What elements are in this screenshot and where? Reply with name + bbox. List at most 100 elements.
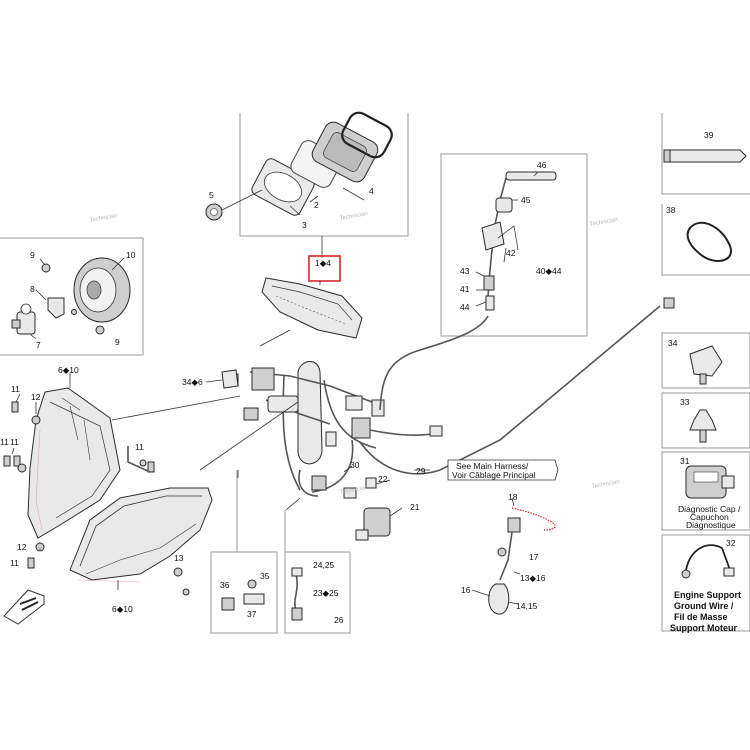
callout-45: 45 bbox=[521, 195, 531, 205]
panel-34 bbox=[661, 332, 750, 389]
clip-wire bbox=[127, 446, 151, 473]
watermark-4: Technician bbox=[591, 479, 620, 490]
headlight-reflector bbox=[73, 257, 131, 323]
callout-41: 41 bbox=[460, 284, 470, 294]
nut-5 bbox=[205, 203, 223, 221]
callout-36: 36 bbox=[220, 580, 230, 590]
callout-38: 38 bbox=[666, 205, 676, 215]
bolt-9a bbox=[41, 263, 51, 273]
callout-12a: 12 bbox=[31, 392, 41, 402]
callout-13: 13 bbox=[174, 553, 184, 563]
fastener-12a bbox=[31, 415, 41, 425]
clip-34 bbox=[689, 345, 723, 385]
callout-42: 42 bbox=[506, 248, 516, 258]
callout-11a: 11 bbox=[11, 384, 20, 394]
fastener-13a bbox=[173, 567, 190, 596]
highlight-box bbox=[308, 255, 341, 282]
callout-16: 16 bbox=[461, 585, 471, 595]
bulb bbox=[11, 303, 36, 335]
diag-cap-line1: Diagnostic Cap / bbox=[678, 504, 741, 514]
connector-22 bbox=[365, 477, 377, 489]
nut-35 bbox=[243, 579, 265, 605]
callout-10: 10 bbox=[126, 250, 136, 260]
tether-cord bbox=[488, 507, 556, 615]
watermark-5: Technician bbox=[339, 485, 368, 496]
sensor-24 bbox=[291, 567, 303, 621]
diag-cap-line3: Diagnostique bbox=[686, 520, 736, 530]
rivet-33 bbox=[689, 409, 717, 443]
note-main-harness-fr: Voir Câblage Principal bbox=[452, 470, 536, 480]
callout-29: 29 bbox=[416, 466, 426, 476]
panel-23-26 bbox=[284, 510, 351, 634]
fastener-11d bbox=[27, 557, 35, 569]
callout-31: 31 bbox=[680, 456, 690, 466]
callout-34-6: 34◆6 bbox=[182, 377, 203, 387]
harness-main bbox=[298, 297, 675, 497]
callout-12b: 12 bbox=[17, 542, 27, 552]
panel-39 bbox=[661, 113, 750, 195]
callout-30: 30 bbox=[350, 460, 360, 470]
callout-9a: 9 bbox=[30, 250, 35, 260]
note-main-harness-en: See Main Harness/ bbox=[456, 461, 529, 471]
steering-frame bbox=[249, 361, 385, 491]
fastener-11c bbox=[13, 455, 21, 467]
callout-6-10b: 6◆10 bbox=[112, 604, 133, 614]
connector-center bbox=[243, 395, 385, 447]
bracket-34 bbox=[221, 369, 239, 389]
headlight-panel-box bbox=[0, 237, 144, 356]
cluster-housing bbox=[261, 277, 363, 339]
coil-21 bbox=[355, 507, 391, 541]
fairing-front bbox=[69, 487, 213, 583]
callout-5: 5 bbox=[209, 190, 214, 200]
callout-4: 4 bbox=[369, 186, 374, 196]
callout-17: 17 bbox=[529, 552, 539, 562]
watermark-2: Technician bbox=[339, 211, 368, 222]
callout-11c: 11 bbox=[10, 437, 19, 447]
callout-highlight: 1◆4 bbox=[315, 258, 331, 268]
callout-7: 7 bbox=[36, 340, 41, 350]
sensor-36 bbox=[221, 597, 235, 611]
bolt-9b bbox=[95, 325, 105, 335]
callout-37: 37 bbox=[247, 609, 257, 619]
ground-wire-line4: Support Moteur bbox=[670, 623, 737, 633]
panel-32 bbox=[661, 534, 750, 632]
watermark-1: Technician bbox=[89, 213, 118, 224]
callout-35: 35 bbox=[260, 571, 270, 581]
direction-arrow bbox=[3, 589, 45, 625]
sealant-tube-39 bbox=[663, 149, 747, 163]
callout-14-15: 14,15 bbox=[516, 601, 538, 611]
callout-18: 18 bbox=[508, 492, 518, 502]
ground-wire-line2: Ground Wire / bbox=[674, 601, 734, 611]
callout-11e: 11 bbox=[10, 558, 19, 568]
callout-11d: 11 bbox=[135, 442, 144, 452]
callout-40-44: 40◆44 bbox=[536, 266, 562, 276]
sensor-panel-box bbox=[440, 153, 588, 337]
fastener-12c bbox=[35, 542, 45, 552]
note-main-harness: See Main Harness/ Voir Câblage Principal bbox=[447, 459, 559, 481]
gauge-cluster bbox=[311, 121, 379, 183]
callout-13-16: 13◆16 bbox=[520, 573, 546, 583]
bracket-20 bbox=[343, 487, 357, 499]
callout-26: 26 bbox=[334, 615, 344, 625]
callout-2: 2 bbox=[314, 200, 319, 210]
fastener-11e bbox=[147, 461, 155, 473]
ring-38 bbox=[686, 221, 732, 262]
diagnostic-cap-31 bbox=[685, 465, 735, 499]
sensor-assembly bbox=[481, 171, 557, 311]
gauge-gasket bbox=[341, 111, 393, 159]
callout-32: 32 bbox=[726, 538, 736, 548]
fairing-left bbox=[27, 387, 121, 539]
callout-33: 33 bbox=[680, 397, 690, 407]
panel-38 bbox=[661, 204, 750, 276]
callout-9b: 9 bbox=[115, 337, 120, 347]
callout-11b: 11 bbox=[0, 437, 9, 447]
fastener-12b bbox=[17, 463, 27, 473]
callout-21: 21 bbox=[410, 502, 420, 512]
ground-wire-line3: Fil de Masse bbox=[674, 612, 728, 622]
callout-44: 44 bbox=[460, 302, 470, 312]
callout-39: 39 bbox=[704, 130, 714, 140]
callout-43: 43 bbox=[460, 266, 470, 276]
callout-24-25: 24,25 bbox=[313, 560, 335, 570]
